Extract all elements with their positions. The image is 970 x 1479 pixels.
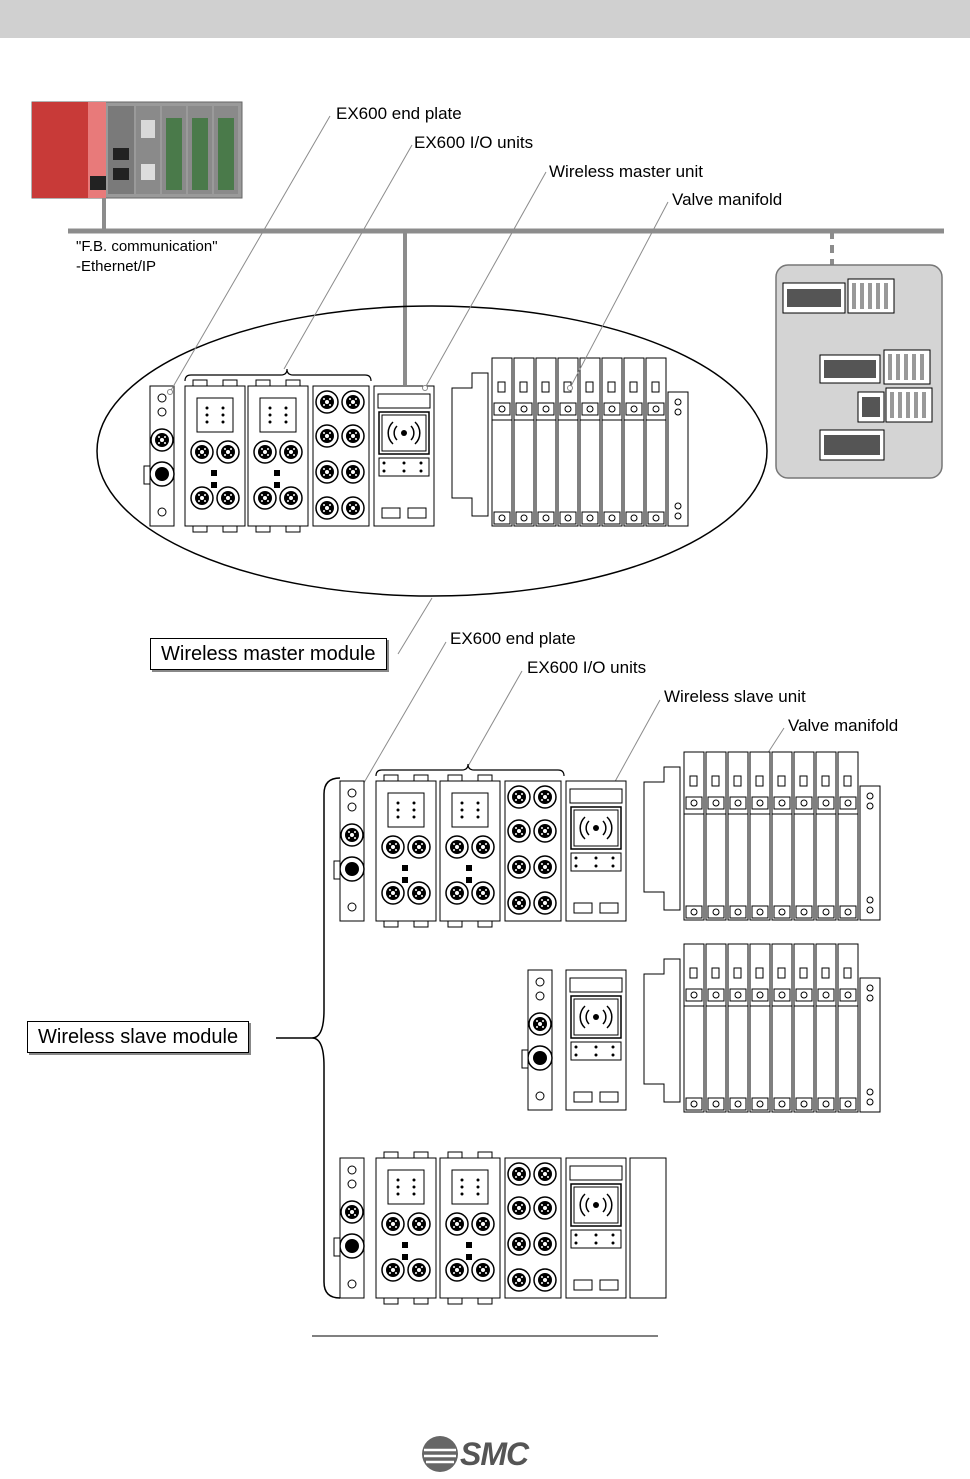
network-label-line1: "F.B. communication" [76, 237, 218, 257]
slave-module-3-device [334, 1152, 666, 1304]
wireless-master-module-label: Wireless master module [150, 638, 387, 670]
wireless-slave-unit-label: Wireless slave unit [664, 687, 806, 707]
slave-module-1-device [334, 752, 880, 927]
network-label-line2: -Ethernet/IP [76, 257, 156, 277]
slave-valve-manifold-label: Valve manifold [788, 716, 898, 736]
smc-logo-text: SMC [460, 1436, 528, 1473]
slave-end-plate-label: EX600 end plate [450, 629, 576, 649]
wireless-slave-module-label: Wireless slave module [27, 1021, 249, 1053]
slave-io-units-label: EX600 I/O units [527, 658, 646, 678]
smc-logo: SMC [420, 1434, 550, 1474]
master-io-units-label: EX600 I/O units [414, 133, 533, 153]
remote-modules-panel [776, 265, 942, 478]
master-valve-manifold-label: Valve manifold [672, 190, 782, 210]
wireless-master-unit-label: Wireless master unit [549, 162, 703, 182]
slave-group-brace [312, 778, 340, 1298]
slave-module-2-device [522, 944, 880, 1112]
plc-controller [32, 102, 242, 198]
master-module-device [144, 358, 688, 532]
smc-logo-mark [420, 1434, 460, 1474]
master-end-plate-label: EX600 end plate [336, 104, 462, 124]
